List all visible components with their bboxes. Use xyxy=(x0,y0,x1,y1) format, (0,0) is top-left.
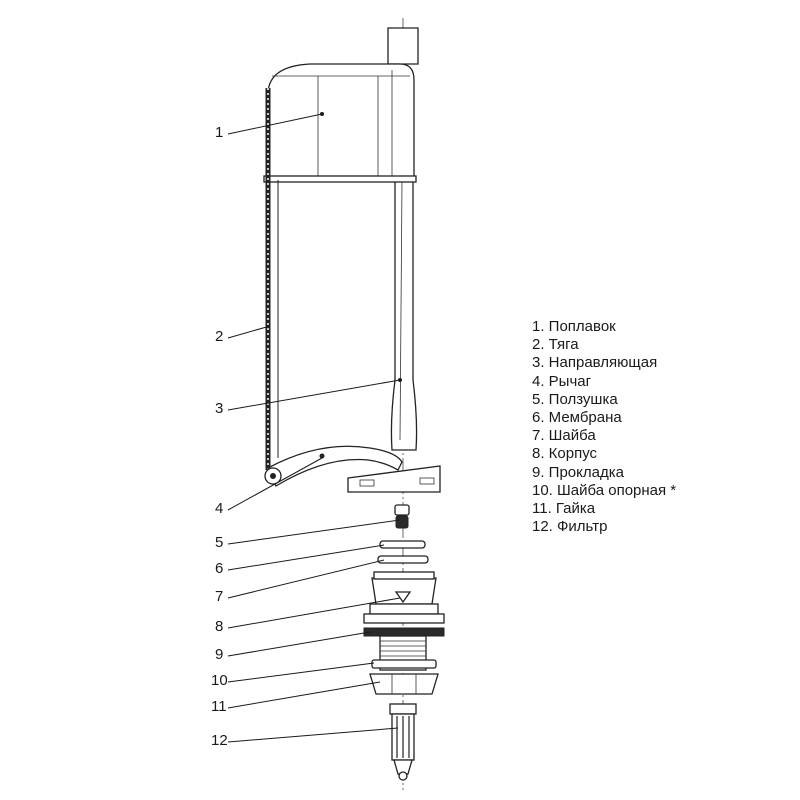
legend-item-6: 6. Мембрана xyxy=(532,409,622,427)
leader-9 xyxy=(227,631,371,657)
leader-8 xyxy=(227,597,401,629)
callout-1: 1 xyxy=(215,124,223,141)
valve-head xyxy=(347,465,441,493)
legend-item-3: 3. Направляющая xyxy=(532,354,658,372)
leader-2 xyxy=(227,325,271,339)
callout-2: 2 xyxy=(215,328,223,345)
callout-5: 5 xyxy=(215,534,223,551)
callout-4: 4 xyxy=(215,500,223,517)
legend-item-11: 11. Гайка xyxy=(532,500,596,518)
callout-7: 7 xyxy=(215,588,223,605)
leader-11 xyxy=(227,681,381,709)
leader-dot-1 xyxy=(320,112,324,116)
callout-6: 6 xyxy=(215,560,223,577)
callout-3: 3 xyxy=(215,400,223,417)
filter xyxy=(389,703,417,781)
leader-4 xyxy=(227,457,323,511)
gasket xyxy=(363,613,445,637)
legend-item-7: 7. Шайба xyxy=(532,427,596,445)
legend-item-5: 5. Ползушка xyxy=(532,390,618,408)
membrane xyxy=(379,540,426,549)
support-washer xyxy=(371,659,437,669)
parts-legend: 1. Поплавок 2. Тяга 3. Направляющая 4. Р… xyxy=(532,318,676,536)
callout-numbers: 1 2 3 4 5 6 7 8 9 10 11 12 xyxy=(211,124,228,749)
leader-3 xyxy=(227,379,401,411)
washer xyxy=(377,555,429,564)
legend-item-4: 4. Рычаг xyxy=(532,372,592,390)
leader-12 xyxy=(227,727,399,743)
leader-10 xyxy=(227,662,375,683)
callout-10: 10 xyxy=(211,672,228,689)
float xyxy=(263,63,417,183)
callout-12: 12 xyxy=(211,732,228,749)
legend-item-8: 8. Корпус xyxy=(532,445,598,463)
leader-dot-3 xyxy=(398,378,402,382)
leader-5 xyxy=(227,519,401,545)
legend-item-1: 1. Поплавок xyxy=(532,318,616,335)
callout-9: 9 xyxy=(215,646,223,663)
legend-item-12: 12. Фильтр xyxy=(532,518,608,536)
lever xyxy=(264,445,403,487)
leader-lines xyxy=(227,112,402,743)
rod xyxy=(265,88,279,470)
body xyxy=(369,571,439,615)
nut xyxy=(369,673,439,695)
legend-item-2: 2. Тяга xyxy=(532,336,579,354)
callout-11: 11 xyxy=(211,698,227,715)
leader-7 xyxy=(227,559,385,599)
leader-6 xyxy=(227,544,385,571)
slider xyxy=(394,504,410,529)
leader-1 xyxy=(227,113,323,135)
legend-item-10: 10. Шайба опорная * xyxy=(532,481,677,499)
guide-tube xyxy=(387,27,419,451)
callout-8: 8 xyxy=(215,618,223,635)
legend-item-9: 9. Прокладка xyxy=(532,463,624,481)
